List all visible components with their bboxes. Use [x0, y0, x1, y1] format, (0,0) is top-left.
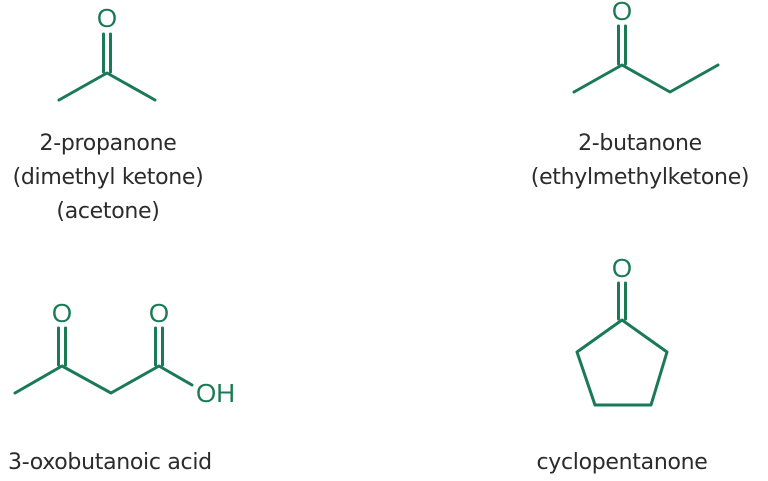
- butanone-label: 2-butanone (ethylmethylketone): [512, 127, 768, 195]
- carbon-chain: [13, 364, 194, 395]
- carbon-chain: [57, 71, 157, 102]
- carbon-chain: [572, 63, 720, 94]
- ketone-oxygen-atom: O: [52, 298, 72, 328]
- oxygen-atom: O: [612, 0, 632, 26]
- hydroxyl-group: OH: [196, 378, 235, 408]
- oxobutanoic-acid-label: 3-oxobutanoic acid: [8, 446, 212, 480]
- acetone-structure: O: [57, 3, 157, 102]
- iupac-name: 2-butanone: [578, 131, 702, 156]
- acetone-label: 2-propanone (dimethyl ketone) (acetone): [0, 127, 216, 229]
- iupac-name: 3-oxobutanoic acid: [8, 450, 212, 475]
- cyclopentanone-label: cyclopentanone: [512, 446, 732, 480]
- common-name: (acetone): [56, 199, 160, 224]
- butanone-structure: O: [572, 0, 720, 94]
- common-name: (dimethyl ketone): [12, 165, 204, 190]
- oxygen-atom: O: [97, 3, 117, 33]
- common-name: (ethylmethylketone): [530, 165, 750, 190]
- oxygen-atom: O: [612, 253, 632, 283]
- cyclopentanone-structure: O: [575, 253, 669, 407]
- iupac-name: cyclopentanone: [536, 450, 708, 475]
- pentagon-ring: [575, 318, 669, 407]
- acid-oxygen-atom: O: [149, 298, 169, 328]
- oxobutanoic-acid-structure: O O OH: [13, 298, 235, 408]
- iupac-name: 2-propanone: [39, 131, 177, 156]
